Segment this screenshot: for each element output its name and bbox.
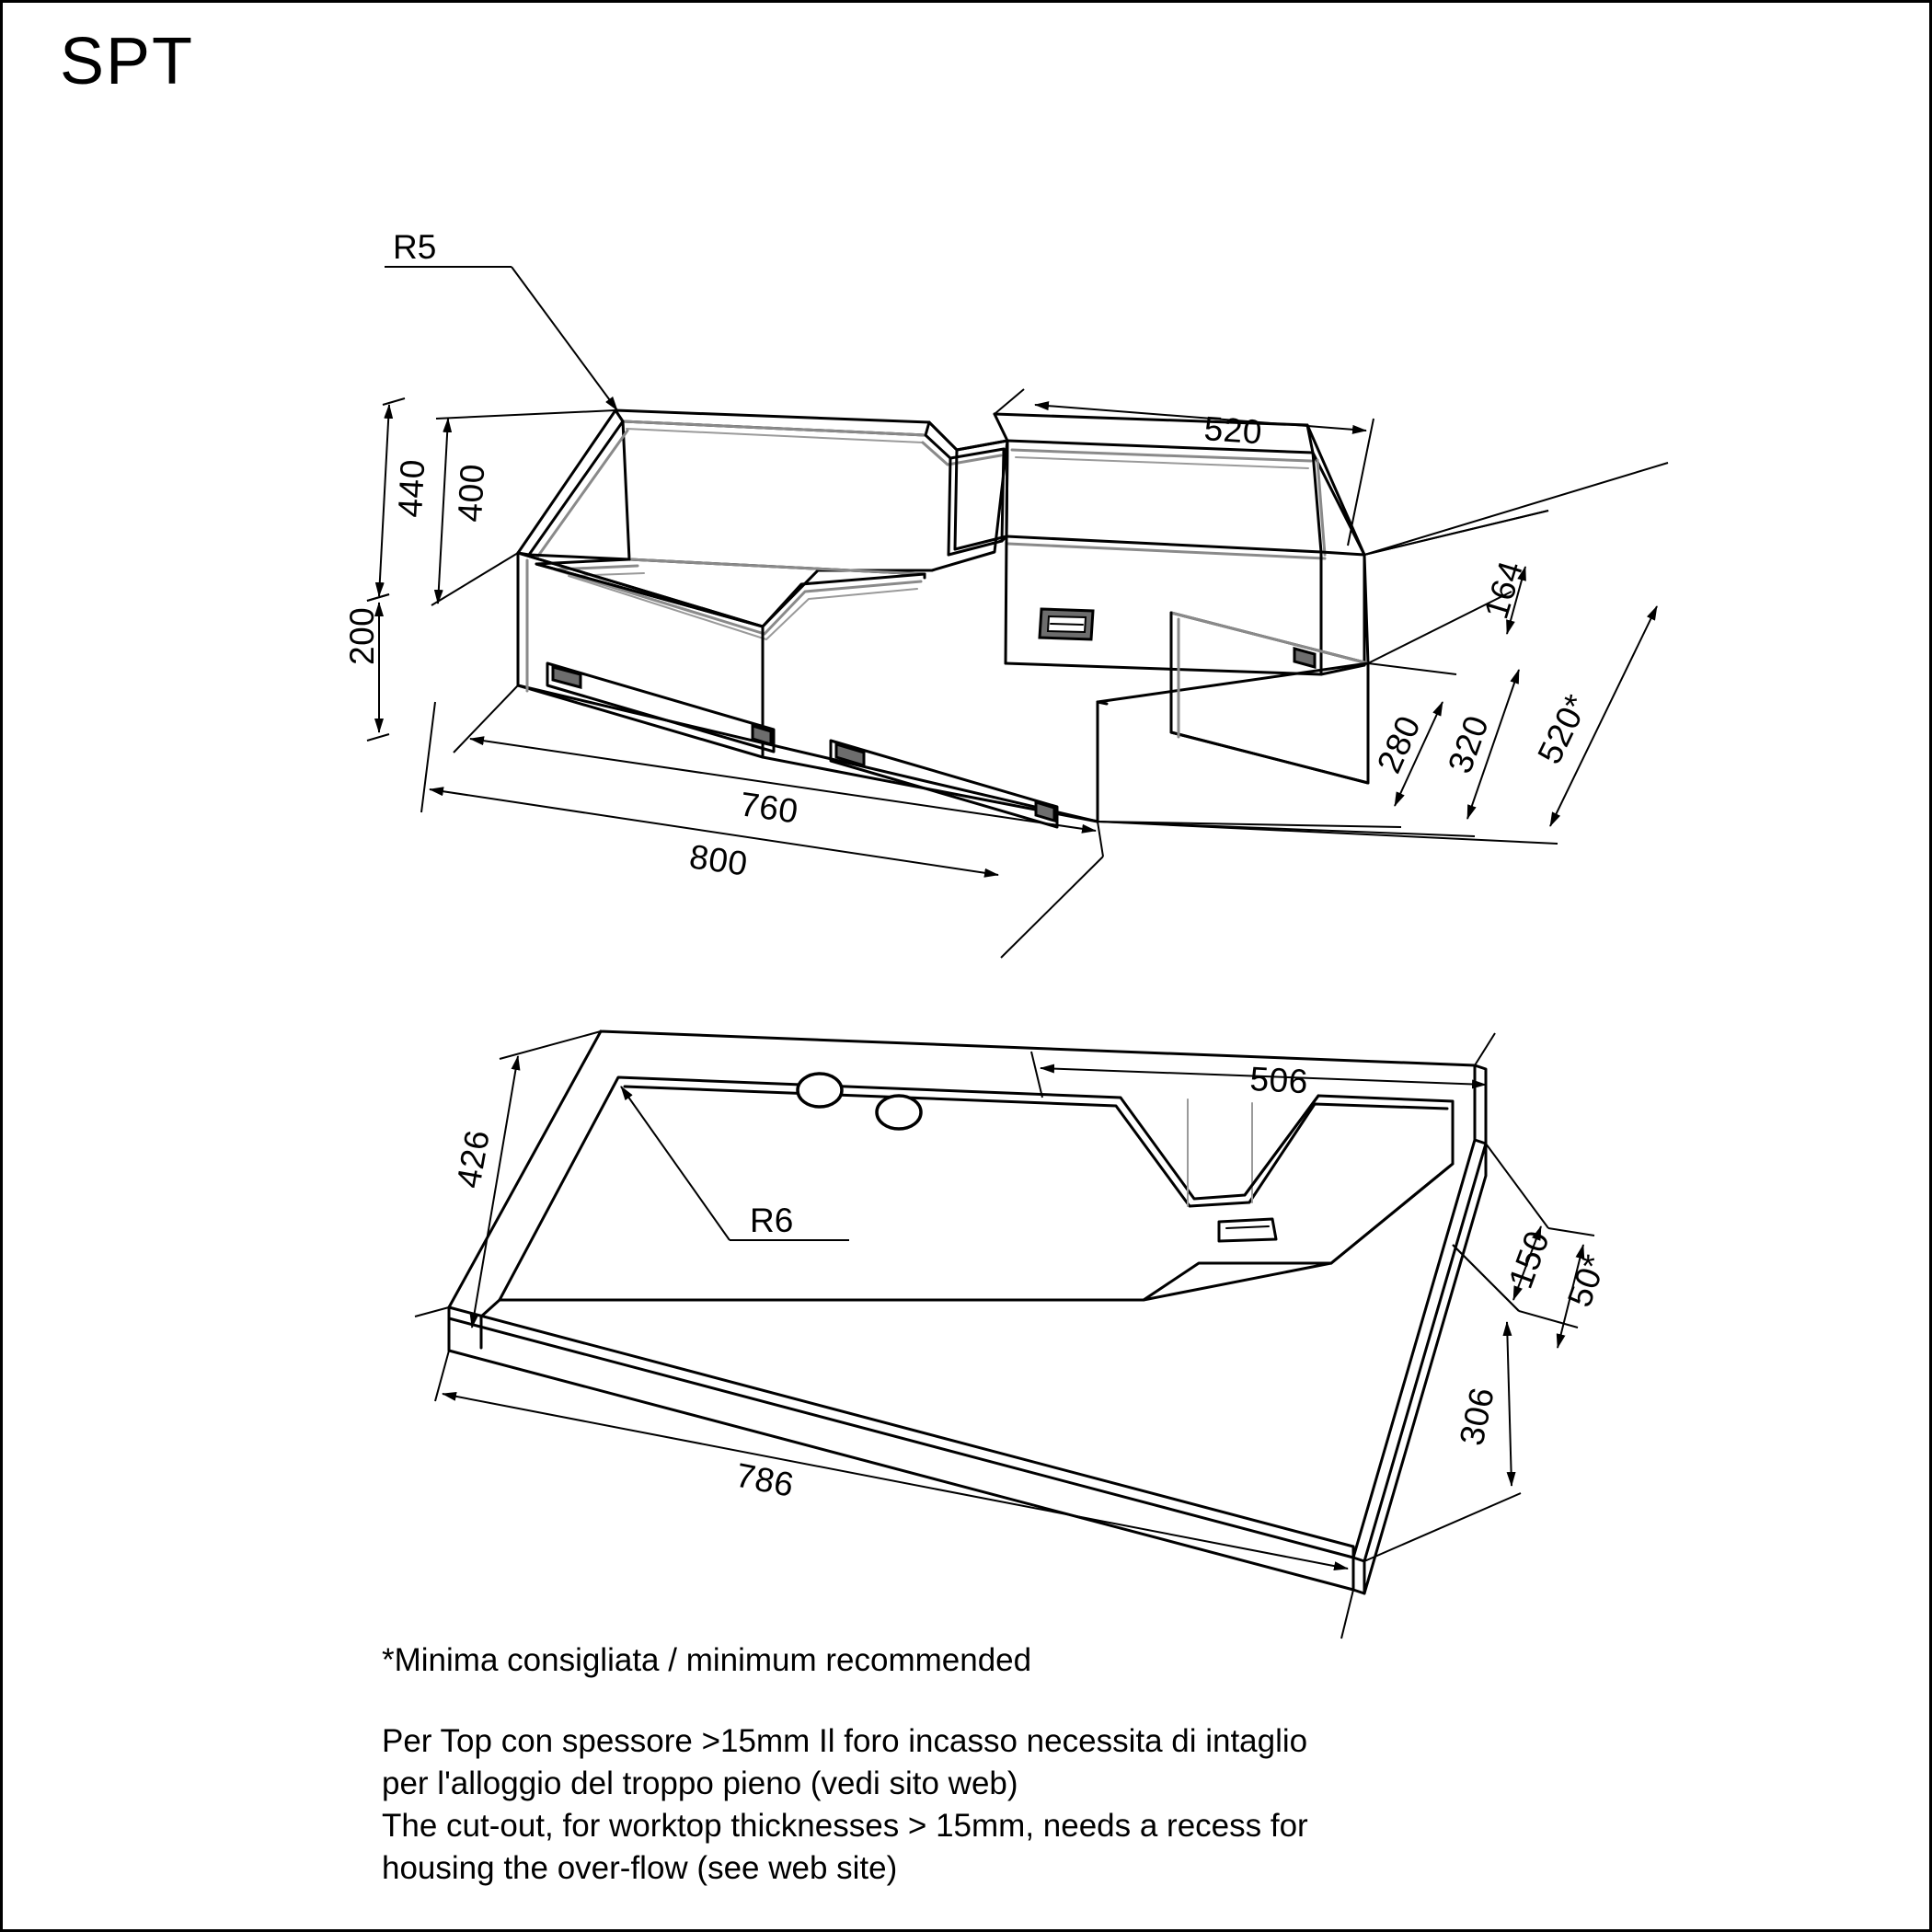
dimension-400-label: 400 (451, 463, 491, 523)
page-title: SPT (60, 25, 195, 98)
dimension-150-label: 150 (1501, 1225, 1557, 1293)
radius-callout-r6-label: R6 (750, 1202, 793, 1239)
cutout-outline (479, 1075, 1455, 1318)
radius-callout-r6: R6 (620, 1086, 849, 1241)
dimension-520-top: 520 (994, 388, 1374, 546)
dimension-306-label: 306 (1453, 1384, 1501, 1448)
dimension-520-star: 520* (1097, 462, 1669, 845)
dimension-150: 150 (1452, 1143, 1557, 1312)
note-line-1: *Minima consigliata / minimum recommende… (382, 1642, 1032, 1678)
dimension-200: 200 (343, 593, 390, 742)
dimension-400: 400 (431, 409, 616, 606)
worktop-thickness-edges (447, 1142, 1488, 1595)
dimension-800: 800 (420, 701, 1104, 959)
dimension-506: 506 (1030, 1032, 1496, 1100)
sink-divider (921, 420, 1009, 580)
worktop-slab (447, 1029, 1488, 1563)
overflow-notch (1217, 1217, 1278, 1243)
dimension-164-label: 164 (1477, 557, 1530, 623)
dimension-440-label: 440 (391, 458, 431, 518)
dimension-440: 440 (366, 397, 431, 602)
dimension-520-top-label: 520 (1202, 409, 1263, 451)
dimension-506-label: 506 (1249, 1060, 1309, 1100)
dimension-760: 760 (453, 684, 1104, 857)
notes-block: *Minima consigliata / minimum recommende… (382, 1639, 1486, 1890)
drainer-under-body (1169, 611, 1370, 785)
dimension-200-label: 200 (343, 607, 381, 665)
tap-hole-left (796, 1072, 844, 1109)
plan-cutout-view: 426 506 150 50* (414, 1029, 1614, 1639)
tap-hole-right (875, 1094, 923, 1131)
note-line-4: The cut-out, for worktop thicknesses > 1… (382, 1808, 1308, 1844)
radius-callout-r5: R5 (385, 228, 618, 411)
note-spacer (382, 1682, 1486, 1720)
note-line-5: housing the over-flow (see web site) (382, 1850, 898, 1886)
dimension-320-label: 320 (1441, 710, 1496, 777)
dimension-280-label: 280 (1370, 710, 1428, 778)
dimension-760-label: 760 (738, 785, 800, 830)
dimension-426-label: 426 (450, 1127, 497, 1190)
technical-drawing-canvas: 440 400 200 520 (343, 228, 1669, 1639)
dimension-786: 786 (434, 1350, 1354, 1639)
dimension-800-label: 800 (687, 837, 750, 882)
note-line-3: per l'alloggio del troppo pieno (vedi si… (382, 1765, 1018, 1801)
dimension-520-star-label: 520* (1530, 688, 1595, 769)
note-line-2: Per Top con spessore >15mm Il foro incas… (382, 1723, 1308, 1759)
sink-left-basin (516, 408, 1009, 640)
isometric-sink-view: 440 400 200 520 (343, 228, 1669, 959)
dimension-50-star-label: 50* (1560, 1249, 1614, 1312)
dimension-786-label: 786 (732, 1456, 797, 1504)
radius-callout-r5-label: R5 (393, 228, 436, 266)
overflow-slot-icon (1038, 607, 1095, 641)
dimension-280: 280 (1097, 662, 1457, 828)
